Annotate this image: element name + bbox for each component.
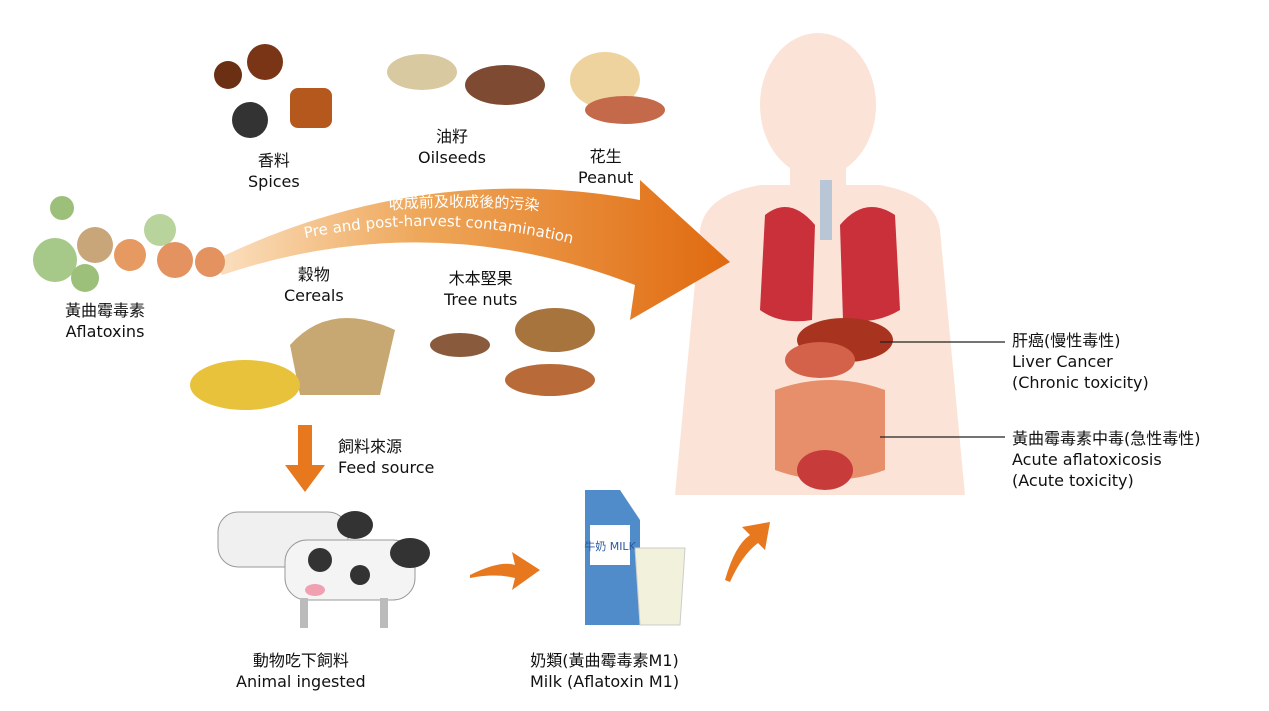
spices-icon	[214, 44, 332, 138]
milk-carton-text: 牛奶 MILK	[584, 539, 636, 553]
cereals-icon	[190, 318, 395, 410]
to-body-arrow-icon	[725, 522, 770, 582]
contamination-arrow	[215, 180, 730, 320]
feed-arrow-icon	[285, 425, 325, 492]
tree-nuts-icon	[430, 308, 595, 396]
cows-icon	[217, 511, 430, 628]
chronic-effect-label: 肝癌(慢性毒性)Liver Cancer(Chronic toxicity)	[1012, 331, 1149, 392]
organs-icon	[760, 180, 900, 490]
oilseeds-icon	[387, 54, 545, 105]
aflatoxin-spores-icon	[33, 196, 225, 292]
milk-arrow-icon	[470, 552, 540, 590]
milk-icon: 牛奶 MILK	[584, 490, 686, 626]
peanut-icon	[570, 52, 665, 124]
milk-label: 奶類(黃曲霉毒素M1)Milk (Aflatoxin M1)	[530, 651, 680, 691]
acute-effect-label: 黃曲霉毒素中毒(急性毒性)Acute aflatoxicosis(Acute t…	[1012, 429, 1201, 490]
